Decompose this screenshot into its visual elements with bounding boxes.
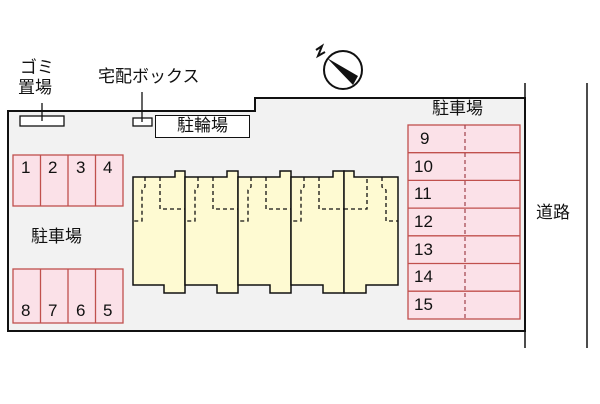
parking-space-number: 7 <box>48 301 58 320</box>
building-unit-1 <box>132 170 186 294</box>
building-unit-3 <box>237 170 292 294</box>
parking-space-number: 13 <box>414 240 433 259</box>
building-unit-5 <box>343 170 399 294</box>
parking-space-number: 8 <box>21 301 31 320</box>
bicycle-parking-label: 駐輪場 <box>155 115 250 138</box>
apartment-building <box>132 170 399 294</box>
parking-space-number: 2 <box>48 158 58 177</box>
garbage-label-line2: 置場 <box>18 78 52 98</box>
parking-space-number: 1 <box>21 158 31 177</box>
parking-left-top <box>12 154 124 207</box>
north-compass-icon <box>315 43 363 90</box>
parking-space-number: 5 <box>103 301 113 320</box>
road-label: 道路 <box>536 203 570 223</box>
parking-left-bottom <box>12 268 124 324</box>
parking-space-number: 4 <box>103 158 113 177</box>
parking-left-label: 駐車場 <box>31 227 82 247</box>
parking-space-number: 6 <box>76 301 86 320</box>
parking-space-number: 3 <box>76 158 86 177</box>
building-unit-4 <box>290 170 345 294</box>
parking-space-number: 12 <box>414 212 433 231</box>
parking-right <box>407 124 521 320</box>
parking-space-number: 9 <box>420 129 430 148</box>
parking-space-number: 15 <box>414 295 433 314</box>
delivery-box-label: 宅配ボックス <box>98 67 200 87</box>
parking-space-number: 10 <box>414 157 433 176</box>
garbage-label-line1: ゴミ <box>20 58 54 78</box>
parking-space-number: 11 <box>414 184 432 203</box>
building-unit-2 <box>184 170 239 294</box>
parking-right-label: 駐車場 <box>432 99 483 119</box>
parking-space-number: 14 <box>414 267 433 286</box>
